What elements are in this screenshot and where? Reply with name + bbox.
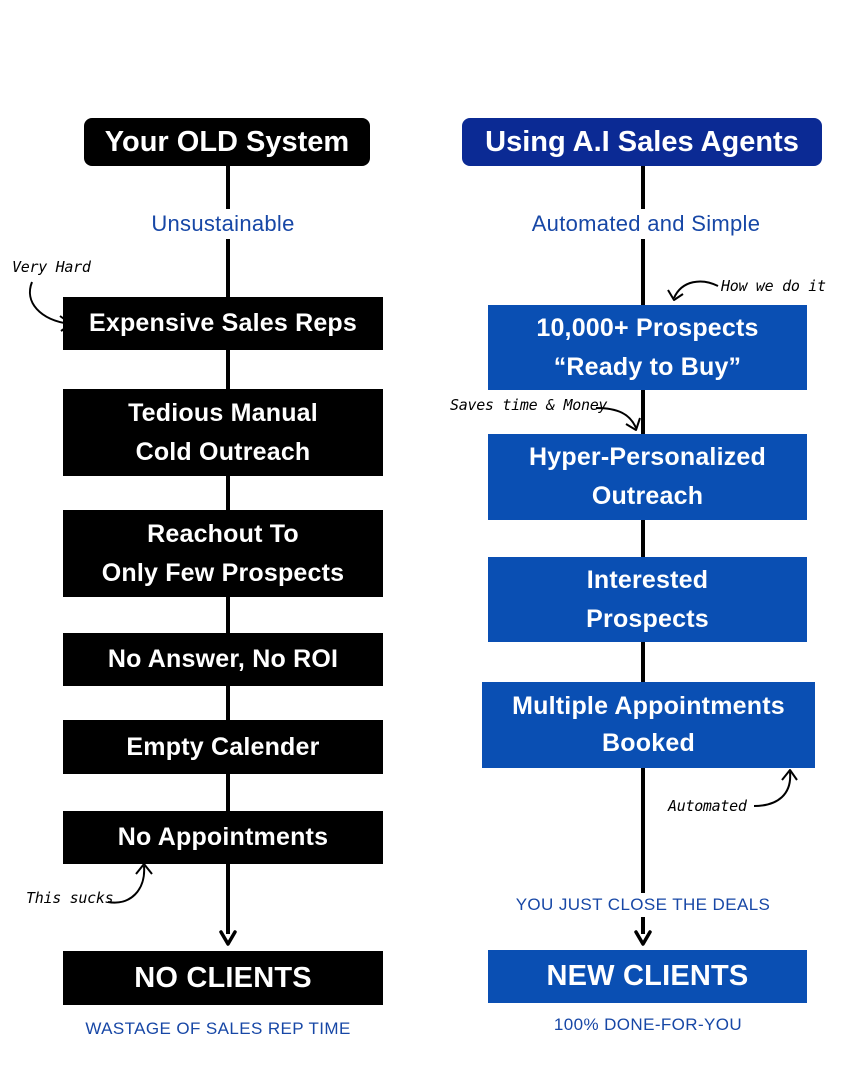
right-flow-line [641,164,645,934]
ai-step-hyper-personalized: Hyper-Personalized Outreach [488,434,807,520]
old-result-no-clients: NO CLIENTS [63,951,383,1005]
ai-step-ready-prospects: 10,000+ Prospects “Ready to Buy” [488,305,807,390]
note-this-sucks: This sucks [26,889,114,907]
very-hard-arrow-icon [29,281,72,332]
right-arrow-head [634,930,652,946]
ai-close-deals-text: YOU JUST CLOSE THE DEALS [493,893,793,917]
this-sucks-arrow-icon [107,863,153,904]
ai-step-appointments-booked: Multiple Appointments Booked [482,682,815,768]
old-step-few-prospects: Reachout To Only Few Prospects [63,510,383,597]
note-saves-time: Saves time & Money [450,396,608,414]
old-caption: WASTAGE OF SALES REP TIME [85,1019,351,1038]
old-step-tedious-outreach: Tedious Manual Cold Outreach [63,389,383,476]
note-very-hard: Very Hard [12,258,91,276]
old-system-title: Your OLD System [84,118,370,166]
ai-step-interested-prospects: Interested Prospects [488,557,807,642]
how-we-do-it-arrow-icon [667,280,719,301]
old-system-subtitle: Unsustainable [108,209,338,239]
note-automated: Automated [668,797,747,815]
old-step-no-appointments: No Appointments [63,811,383,864]
automated-arrow-icon [753,769,798,807]
old-step-empty-calender: Empty Calender [63,720,383,774]
old-step-expensive-sales-reps: Expensive Sales Reps [63,297,383,350]
note-how-we-do-it: How we do it [721,277,826,295]
old-step-no-answer: No Answer, No ROI [63,633,383,686]
ai-caption: 100% DONE-FOR-YOU [553,1015,743,1034]
ai-result-new-clients: NEW CLIENTS [488,950,807,1003]
ai-agents-subtitle: Automated and Simple [508,209,784,239]
left-arrow-head [219,930,237,946]
saves-time-arrow-icon [595,407,641,431]
ai-agents-title: Using A.I Sales Agents [462,118,822,166]
